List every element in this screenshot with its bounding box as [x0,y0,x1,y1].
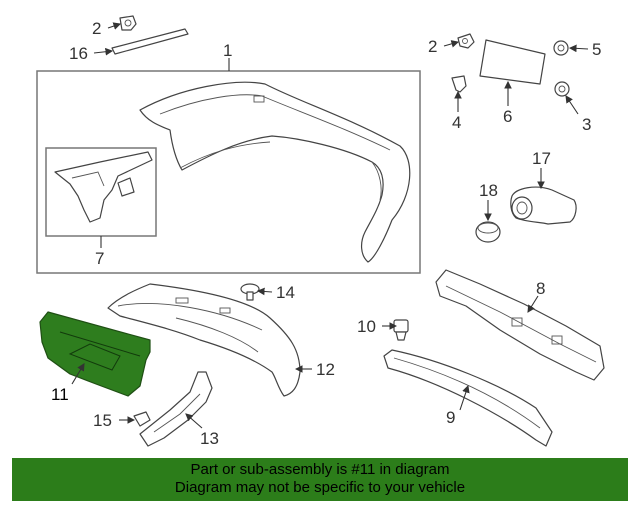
callout-7: 7 [95,249,104,268]
part-13-bracket[interactable] [139,371,213,447]
part-2-clip-top[interactable] [119,15,137,31]
info-banner: Part or sub-assembly is #11 in diagram D… [12,458,628,501]
part-5-grommet[interactable] [553,40,569,56]
callout-4: 4 [452,113,461,132]
part-4-clip[interactable] [451,75,467,93]
callout-17: 17 [532,149,551,168]
callout-16: 16 [69,44,88,63]
part-10-bolt[interactable] [393,319,409,341]
callout-15: 15 [93,411,112,430]
callout-14: 14 [276,283,295,302]
part-18-sensor-ring[interactable] [475,221,501,243]
part-11-diffuser[interactable] [39,311,151,397]
banner-line-2: Diagram may not be specific to your vehi… [174,479,466,496]
callout-18: 18 [479,181,498,200]
part-8-absorber[interactable] [435,269,605,381]
callout-13: 13 [200,429,219,448]
part-14-clip[interactable] [240,283,260,301]
callout-11: 11 [51,385,69,404]
callout-5: 5 [592,40,601,59]
callout-10: 10 [357,317,376,336]
callout-2-right: 2 [428,37,437,56]
callout-12: 12 [316,360,335,379]
part-16-trim-strip[interactable] [111,28,189,55]
part-7-bracket[interactable] [54,151,153,223]
part-15-clip[interactable] [133,411,151,427]
callouts: 2 16 1 7 2 5 4 6 3 17 18 14 8 10 12 11 9… [51,19,601,448]
part-6-pad[interactable] [479,39,546,85]
callout-8: 8 [536,279,545,298]
callout-1: 1 [223,41,232,60]
part-17-sensor[interactable] [510,186,577,225]
callout-3: 3 [582,115,591,134]
banner-line-1: Part or sub-assembly is #11 in diagram [190,461,450,478]
callout-9: 9 [446,408,455,427]
callout-2-top: 2 [92,19,101,38]
leader-lines [71,22,589,429]
part-9-beam[interactable] [383,349,553,447]
part-1-bumper-cover[interactable] [139,81,411,263]
part-2-pin-right[interactable] [457,33,475,49]
part-3-grommet[interactable] [554,81,570,97]
part-12-valance[interactable] [107,283,301,397]
callout-6: 6 [503,107,512,126]
